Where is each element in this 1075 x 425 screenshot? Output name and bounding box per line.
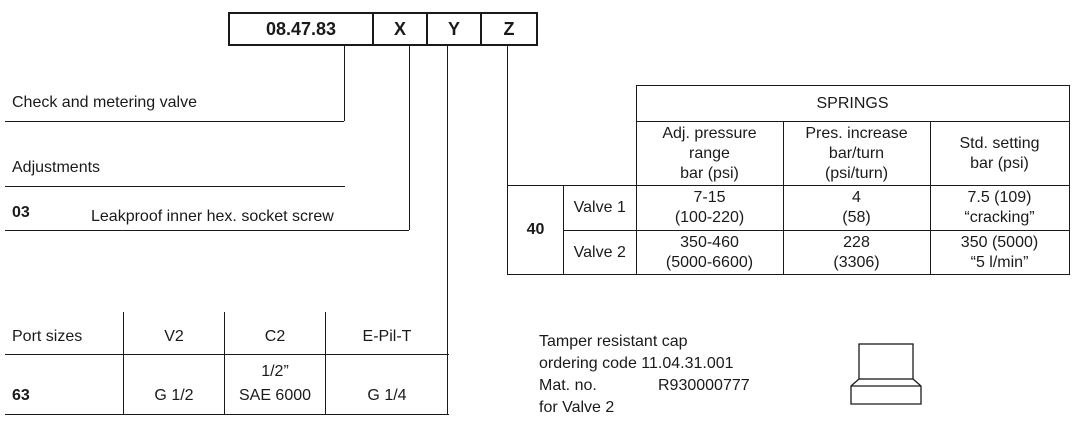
ports-bottom-rule	[5, 414, 449, 415]
adjustments-label: Adjustments	[12, 159, 101, 176]
leader-base-line	[344, 46, 345, 121]
check-valve-underline	[5, 121, 344, 122]
springs-col-adj-range: Adj. pressure range bar (psi)	[635, 121, 784, 186]
adjustments-rule	[5, 186, 345, 187]
valve1-increase: 4 (58)	[782, 185, 931, 231]
valve2-range: 350-460 (5000-6600)	[635, 230, 784, 275]
ports-col-c2: C2	[264, 328, 286, 345]
springs-title: SPRINGS	[635, 85, 1070, 122]
ports-col-epilt: E-Pil-T	[362, 328, 412, 345]
ports-c2-value-std: SAE 6000	[238, 387, 312, 404]
ports-code: 63	[12, 387, 30, 404]
leader-z-line	[507, 46, 508, 187]
adj-description: Leakproof inner hex. socket screw	[91, 208, 334, 225]
code-z-box: Z	[480, 12, 538, 46]
valve2-setting: 350 (5000) “5 l/min”	[929, 230, 1070, 275]
valve1-range: 7-15 (100-220)	[635, 185, 784, 231]
leader-x-line	[409, 46, 410, 230]
springs-code: 40	[507, 185, 564, 275]
ports-c2-value-size: 1/2”	[261, 363, 289, 380]
code-x-box: X	[372, 12, 428, 46]
ports-v2-value: G 1/2	[154, 387, 194, 404]
code-base-box: 08.47.83	[228, 12, 374, 46]
ports-col-v2: V2	[164, 328, 184, 345]
valve1-label: Valve 1	[563, 185, 637, 231]
ports-divider-1	[123, 312, 124, 414]
cap-ordering-code: ordering code 11.04.31.001	[539, 355, 734, 372]
check-valve-label: Check and metering valve	[12, 94, 197, 111]
valve2-increase: 228 (3306)	[782, 230, 931, 275]
cap-title: Tamper resistant cap	[539, 333, 688, 350]
ports-header: Port sizes	[12, 328, 83, 345]
valve2-label: Valve 2	[563, 230, 637, 275]
cap-valve-note: for Valve 2	[539, 399, 615, 416]
cap-mat-label: Mat. no.	[539, 377, 597, 394]
ports-divider-3	[325, 312, 326, 414]
valve1-setting: 7.5 (109) “cracking”	[929, 185, 1070, 231]
ports-epilt-value: G 1/4	[367, 387, 407, 404]
ports-divider-2	[224, 312, 225, 414]
springs-col-std-setting: Std. setting bar (psi)	[929, 121, 1070, 186]
leader-y-line	[447, 46, 448, 414]
cap-mat-value: R930000777	[658, 377, 750, 394]
springs-col-pres-increase: Pres. increase bar/turn (psi/turn)	[782, 121, 931, 186]
tamper-cap-drawing	[850, 343, 922, 405]
adj-code: 03	[12, 204, 30, 221]
springs-table: SPRINGS Adj. pressure range bar (psi) Pr…	[507, 85, 1070, 275]
ports-header-rule	[5, 354, 449, 355]
code-y-box: Y	[426, 12, 482, 46]
adj-underline	[5, 230, 409, 231]
